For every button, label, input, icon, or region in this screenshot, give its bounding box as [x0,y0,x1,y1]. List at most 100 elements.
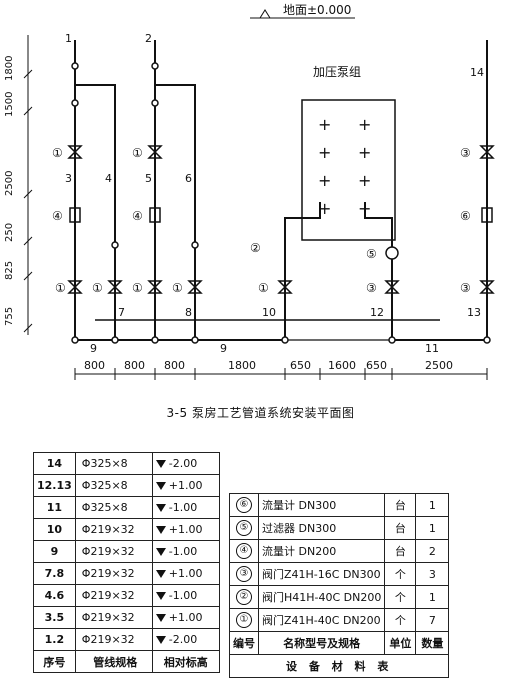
pipe-no: 4.6 [33,584,76,607]
equip-no-badge: ② [236,589,252,605]
table-row: 3.5 Φ219×32 +1.00 [33,606,220,629]
pipe-label-3: 3 [65,172,72,185]
pipe-label-6: 6 [185,172,192,185]
svg-text:+: + [358,171,371,190]
equip-header-name: 名称型号及规格 [257,631,386,655]
pipe-spec: Φ219×32 [74,606,153,629]
pipe-label-7: 7 [118,306,125,319]
pipe-elevation: -2.00 [151,628,220,651]
valve-mark-1g: ① [258,281,269,295]
pipe-no: 11 [33,496,76,519]
equip-header-qty: 数量 [415,631,450,655]
elevation-marker-icon [155,460,166,468]
pipe-spec: Φ219×32 [74,562,153,585]
equip-qty: 3 [415,562,450,586]
table-row: 12.13 Φ325×8 +1.00 [33,474,220,497]
pipe-no: 12.13 [33,474,76,497]
pipe-no: 10 [33,518,76,541]
table-row: 7.8 Φ219×32 +1.00 [33,562,220,585]
equip-unit: 台 [384,539,417,563]
equip-name: 流量计 DN200 [257,539,386,563]
elevation-value: +1.00 [168,567,203,580]
table-row: 11 Φ325×8 -1.00 [33,496,220,519]
pipe-label-10: 10 [262,306,276,319]
elevation-value: +1.00 [168,479,203,492]
equip-header-unit: 单位 [384,631,417,655]
elevation-value: -1.00 [168,545,198,558]
pipe-header-no: 序号 [33,650,76,673]
table-row: ⑤ 过滤器 DN300 台 1 [229,516,450,540]
elevation-marker-icon [155,548,166,556]
valve-mark-6: ⑥ [460,209,471,223]
pump-group-label: 加压泵组 [313,65,361,79]
pipe-elevation: -1.00 [151,540,220,563]
equip-unit: 台 [384,493,417,517]
pipe-elevation: -2.00 [151,452,220,475]
equip-unit: 个 [384,608,417,632]
equip-header-no: 编号 [229,631,259,655]
vertical-dim-1800: 1800 [4,56,15,81]
elevation-marker-icon [155,526,166,534]
pipe-elevation: -1.00 [151,584,220,607]
valve-mark-3b: ③ [460,146,471,160]
equip-no-badge: ③ [236,566,252,582]
horizontal-dim-800c: 800 [164,359,185,372]
equip-unit: 台 [384,516,417,540]
pipe-header-elev: 相对标高 [151,650,220,673]
equip-name: 过滤器 DN300 [257,516,386,540]
pipe-spec: Φ219×32 [74,540,153,563]
equip-table-title: 设 备 材 料 表 [228,654,450,678]
equip-qty: 2 [415,539,450,563]
pipe-label-12: 12 [370,306,384,319]
pipe-spec: Φ219×32 [74,518,153,541]
pipe-spec-table: 14 Φ325×8 -2.00 12.13 Φ325×8 +1.00 11 Φ3… [33,452,220,673]
table-row: ③ 阀门Z41H-16C DN300 个 3 [229,562,450,586]
equip-name: 阀门H41H-40C DN200 [257,585,386,609]
elevation-marker-icon [155,614,166,622]
elevation-marker-icon [155,570,166,578]
pipe-label-2: 2 [145,32,152,45]
svg-text:+: + [358,143,371,162]
horizontal-dim-1600: 1600 [328,359,356,372]
pump-room-piping-diagram: ++ ++ ++ ++ 地面±0.000 加 [4,3,495,380]
elevation-value: +1.00 [168,611,203,624]
vertical-dim-2500: 2500 [4,171,15,196]
elevation-value: -1.00 [168,501,198,514]
table-row: ② 阀门H41H-40C DN200 个 1 [229,585,450,609]
equip-no: ① [229,608,259,632]
table-header-row: 编号 名称型号及规格 单位 数量 [229,631,450,655]
pipe-label-9b: 9 [220,342,227,355]
pipe-label-8: 8 [185,306,192,319]
elevation-value: +1.00 [168,523,203,536]
svg-text:+: + [318,115,331,134]
valve-mark-2: ② [250,241,261,255]
elevation-value: -2.00 [168,457,198,470]
ground-level-label: 地面±0.000 [283,3,351,17]
horizontal-dim-800a: 800 [84,359,105,372]
pipe-label-4: 4 [105,172,112,185]
pipe-spec: Φ219×32 [74,584,153,607]
elevation-marker-icon [155,504,166,512]
pipe-elevation: +1.00 [151,518,220,541]
pipe-elevation: +1.00 [151,474,220,497]
pipe-elevation: +1.00 [151,562,220,585]
equip-unit: 个 [384,562,417,586]
table-row: 14 Φ325×8 -2.00 [33,452,220,475]
pipe-label-5: 5 [145,172,152,185]
valve-mark-4b: ④ [132,209,143,223]
valve-mark-1c: ① [55,281,66,295]
horizontal-dim-800b: 800 [124,359,145,372]
table-row: 9 Φ219×32 -1.00 [33,540,220,563]
elevation-marker-icon [155,636,166,644]
vertical-dim-250: 250 [4,223,15,242]
pipe-spec: Φ325×8 [74,452,153,475]
pipe-no: 9 [33,540,76,563]
pipe-spec: Φ219×32 [74,628,153,651]
vertical-dim-1500: 1500 [4,92,15,117]
equip-no: ④ [229,539,259,563]
equip-no-badge: ⑤ [236,520,252,536]
pipe-header-spec: 管线规格 [74,650,153,673]
table-header-row: 序号 管线规格 相对标高 [33,650,220,673]
svg-text:+: + [318,199,331,218]
valve-mark-5: ⑤ [366,247,377,261]
